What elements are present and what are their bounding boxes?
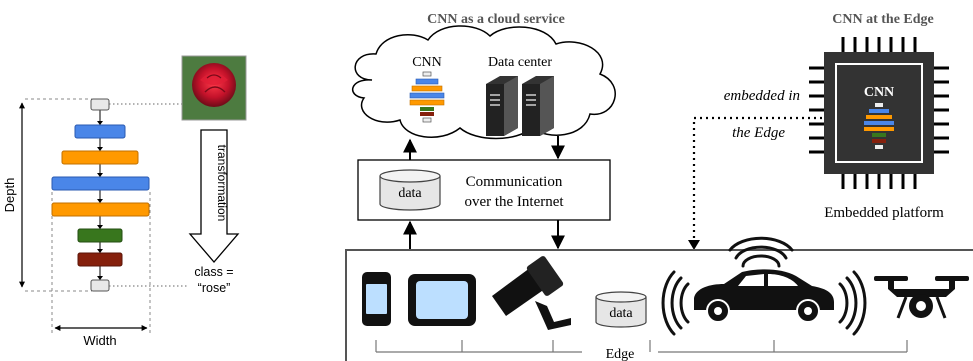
security-camera-icon [492, 256, 571, 330]
input-layer [90, 98, 110, 111]
chip-inner-frame [835, 63, 923, 163]
depth-label: Depth [2, 178, 17, 213]
edge-data-label: data [609, 306, 633, 321]
conv-layer-4 [51, 202, 150, 217]
transformation-label: transformation [215, 145, 229, 222]
layer-arrowheads [97, 121, 103, 280]
edge-bracket [375, 340, 908, 353]
fc-layer-2 [77, 252, 123, 267]
datacenter-label: Data center [488, 55, 552, 70]
edge-cnn-section: CNN at the Edge CNN [688, 12, 949, 250]
conv-layer-1 [74, 124, 126, 139]
embed-dotted-path [692, 116, 822, 246]
conv-layer-2 [61, 150, 139, 165]
edge-label: Edge [606, 347, 635, 361]
connected-car-icon [694, 269, 834, 323]
cloud-cnn-icon [409, 71, 445, 123]
comm-line2: over the Internet [464, 194, 564, 210]
embedded-platform-label: Embedded platform [824, 205, 944, 221]
rose-image [181, 55, 247, 121]
server-rack-icon [486, 76, 554, 136]
the-edge-label: the Edge [732, 125, 785, 141]
comm-data-label: data [398, 186, 422, 201]
conv-layer-3 [51, 176, 150, 191]
transformation-arrow [188, 129, 240, 263]
edge-database-icon [595, 291, 647, 328]
class-label-line2: “rose” [198, 281, 231, 295]
edge-section-title: CNN at the Edge [832, 12, 934, 27]
comm-line1: Communication [466, 174, 563, 190]
edge-devices-bar: data [345, 236, 973, 361]
embed-arrowhead [688, 240, 700, 250]
smartphone-icon [362, 272, 391, 326]
cloud-shape [352, 25, 616, 140]
embedded-in-label: embedded in [724, 88, 800, 104]
cloud-cnn-label: CNN [412, 55, 442, 70]
width-label: Width [83, 333, 116, 348]
chip-cnn-icon [864, 103, 894, 149]
car-signal-waves [661, 236, 867, 336]
tablet-icon [408, 274, 476, 326]
comm-database-icon [379, 169, 441, 211]
drone-icon [874, 276, 969, 319]
output-layer [90, 279, 110, 292]
communication-box: data Communication over the Internet [357, 159, 611, 250]
class-label-line1: class = [194, 265, 233, 279]
chip-pins [809, 37, 949, 189]
edge-bar-frame [345, 249, 973, 361]
chip-cnn-label: CNN [864, 85, 894, 100]
cnn-architecture-panel: Depth Width [2, 55, 247, 348]
cloud-section: CNN as a cloud service CNN Data center [352, 12, 616, 160]
fc-layer-1 [77, 228, 123, 243]
cloud-section-title: CNN as a cloud service [427, 12, 565, 27]
